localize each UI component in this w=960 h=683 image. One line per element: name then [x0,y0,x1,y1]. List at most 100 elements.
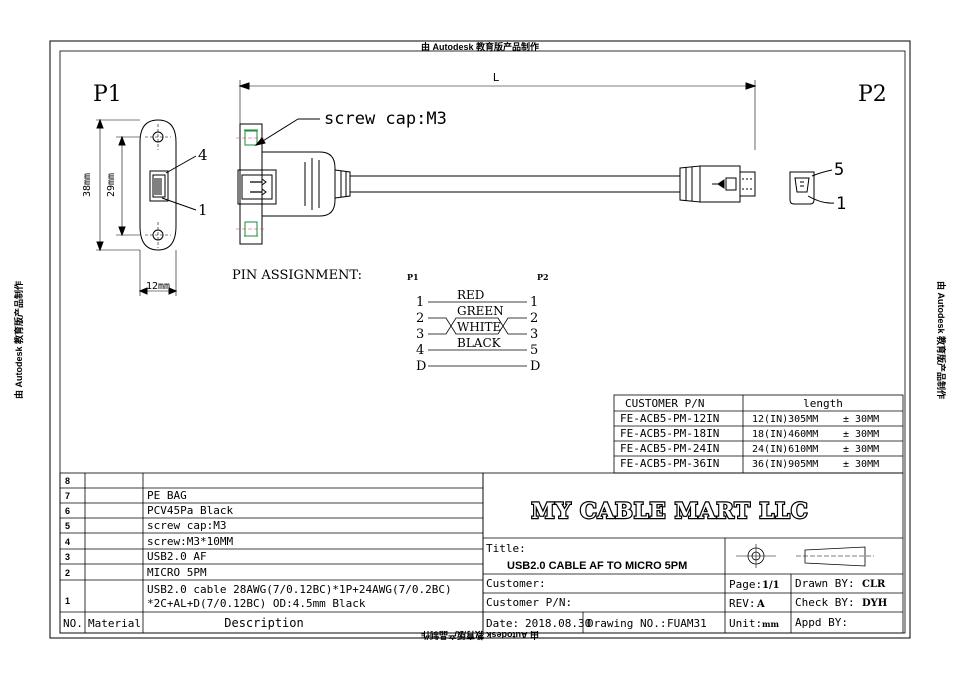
length-table-header-pn: CUSTOMER P/N [625,397,704,410]
bom-header-description: Description [224,616,303,630]
drawn-value: CLR [862,579,886,590]
date-field: Date: 2018.08.30 [486,617,591,630]
customer-label: Customer: [486,577,546,590]
length-row-1-len: 12(IN)305MM [752,414,818,425]
length-table [613,394,904,474]
drawn-field: Drawn BY: CLR [795,577,886,590]
pin-wiring [428,301,527,367]
length-table-header-length: length [803,397,843,410]
dim-29mm: 29mm [106,173,117,197]
length-row-4-len: 36(IN)905MM [752,459,818,470]
bom-row-2-no: 2 [65,568,70,578]
unit-value: mm [762,619,779,629]
bom-row-3-desc: USB2.0 AF [147,550,207,563]
watermark-left: 由 Autodesk 教育版产品制作 [13,281,24,399]
bom-header-no: NO. [63,617,83,630]
pin-row-2-left: 2 [416,311,424,326]
bom-row-5-no: 5 [65,521,70,531]
length-row-4-tol: ± 30MM [843,459,879,470]
rev-value: A [756,599,765,610]
pin-assignment-title: PIN ASSIGNMENT: [232,268,362,283]
bom-row-2-desc: MICRO 5PM [147,566,207,579]
length-row-1-pn: FE-ACB5-PM-12IN [620,412,719,425]
bom-row-1-desc-2: *2C+AL+D(7/0.12BC) OD:4.5mm Black [147,597,366,610]
pin-row-5-left: D [416,359,426,374]
pin-row-3-color: WHITE [457,320,501,334]
bom-row-4-no: 4 [65,537,70,547]
drawing-no-label: Drawing NO.: [587,617,666,630]
pin-row-4-color: BLACK [457,336,502,350]
title-block [482,472,904,634]
pin-row-2-right: 2 [530,311,538,326]
rev-field: REV: A [729,597,765,610]
bom-row-8-no: 8 [65,476,70,486]
company-name: MY CABLE MART LLC [531,498,808,523]
page-label: Page: [729,578,762,591]
drawing-no-field: Drawing NO.: FUAM31 [587,617,707,630]
watermark-right: 由 Autodesk 教育版产品制作 [936,281,947,399]
p2-end-view [789,169,835,205]
rev-label: REV: [729,597,756,610]
bom-row-7-desc: PE BAG [147,489,187,502]
cable-side-view [236,80,757,245]
unit-field: Unit: mm [729,617,779,630]
length-row-2-pn: FE-ACB5-PM-18IN [620,427,719,440]
bom-table [59,472,484,634]
pin-p2-header: P2 [537,272,549,282]
bom-row-3-no: 3 [65,552,70,562]
bom-row-7-no: 7 [65,491,70,501]
bom-row-6-desc: PCV45Pa Black [147,504,233,517]
p1-end-view [96,118,197,296]
date-value: 2018.08.30 [525,617,591,630]
pin-4-label-left: 4 [198,146,208,164]
length-row-3-pn: FE-ACB5-PM-24IN [620,442,719,455]
length-row-3-len: 24(IN)610MM [752,444,818,455]
page-value: 1/1 [762,580,780,591]
length-row-2-tol: ± 30MM [843,429,879,440]
pin-row-3-left: 3 [416,327,424,342]
bom-rows: 8 7 PE BAG 6 PCV45Pa Black 5 screw cap:M… [63,476,452,630]
pin-1-label-left: 1 [198,201,208,219]
bom-row-5-desc: screw cap:M3 [147,519,226,532]
drawn-label: Drawn BY: [795,577,855,590]
watermark-top: 由 Autodesk 教育版产品制作 [421,41,539,52]
page-field: Page: 1/1 [729,578,780,591]
check-value: DYH [862,598,887,609]
length-row-3-tol: ± 30MM [843,444,879,455]
unit-label: Unit: [729,617,762,630]
length-row-1-tol: ± 30MM [843,414,879,425]
pin-rows: 1 1 RED 2 2 GREEN 3 3 WHITE 4 5 BLACK D … [416,288,540,374]
pin-row-2-color: GREEN [457,304,504,318]
check-field: Check BY: DYH [795,596,887,609]
pin-row-5-right: D [530,359,540,374]
pin-row-4-right: 5 [530,343,538,358]
outer-frame [49,40,911,639]
pin-row-1-left: 1 [416,295,424,310]
dim-12mm: 12mm [146,281,170,292]
length-row-2-len: 18(IN)460MM [752,429,818,440]
customer-pn-label: Customer P/N: [486,596,572,609]
bom-row-4-desc: screw:M3*10MM [147,535,233,548]
p2-label: P2 [858,82,887,107]
dim-38mm: 38mm [82,173,93,197]
pin-row-3-right: 3 [530,327,538,342]
length-L-label: L [493,71,500,84]
pin-p1-header: P1 [407,272,419,282]
title-label: Title: [486,542,526,555]
bom-row-1-desc: USB2.0 cable 28AWG(7/0.12BC)*1P+24AWG(7/… [147,583,452,596]
screw-cap-label: screw cap:M3 [324,109,447,129]
p1-label: P1 [93,82,122,107]
date-label: Date: [486,617,519,630]
bom-row-1-no: 1 [65,596,70,606]
bom-row-6-no: 6 [65,506,70,516]
pin-row-1-right: 1 [530,295,538,310]
bom-header-material: Material [88,617,141,630]
length-row-4-pn: FE-ACB5-PM-36IN [620,457,719,470]
pin-5-label-right: 5 [834,160,844,180]
check-label: Check BY: [795,596,855,609]
appd-label: Appd BY: [795,616,848,629]
pin-row-1-color: RED [457,288,484,302]
pin-1-label-right: 1 [836,194,846,214]
